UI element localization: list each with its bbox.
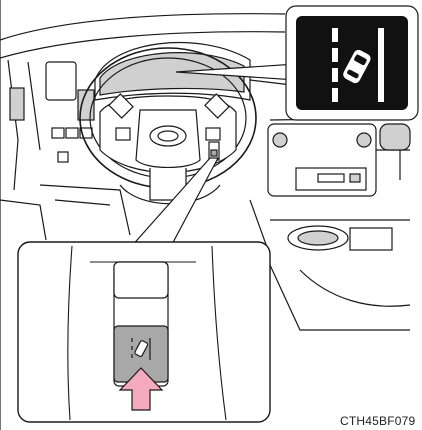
indicator-callout xyxy=(286,6,418,120)
figure-code: CTH45BF079 xyxy=(340,414,422,428)
wheel-emblem xyxy=(150,126,186,146)
right-vent xyxy=(380,124,410,150)
left-vent xyxy=(10,88,24,120)
switch-inset xyxy=(18,242,270,422)
left-display xyxy=(46,62,76,100)
